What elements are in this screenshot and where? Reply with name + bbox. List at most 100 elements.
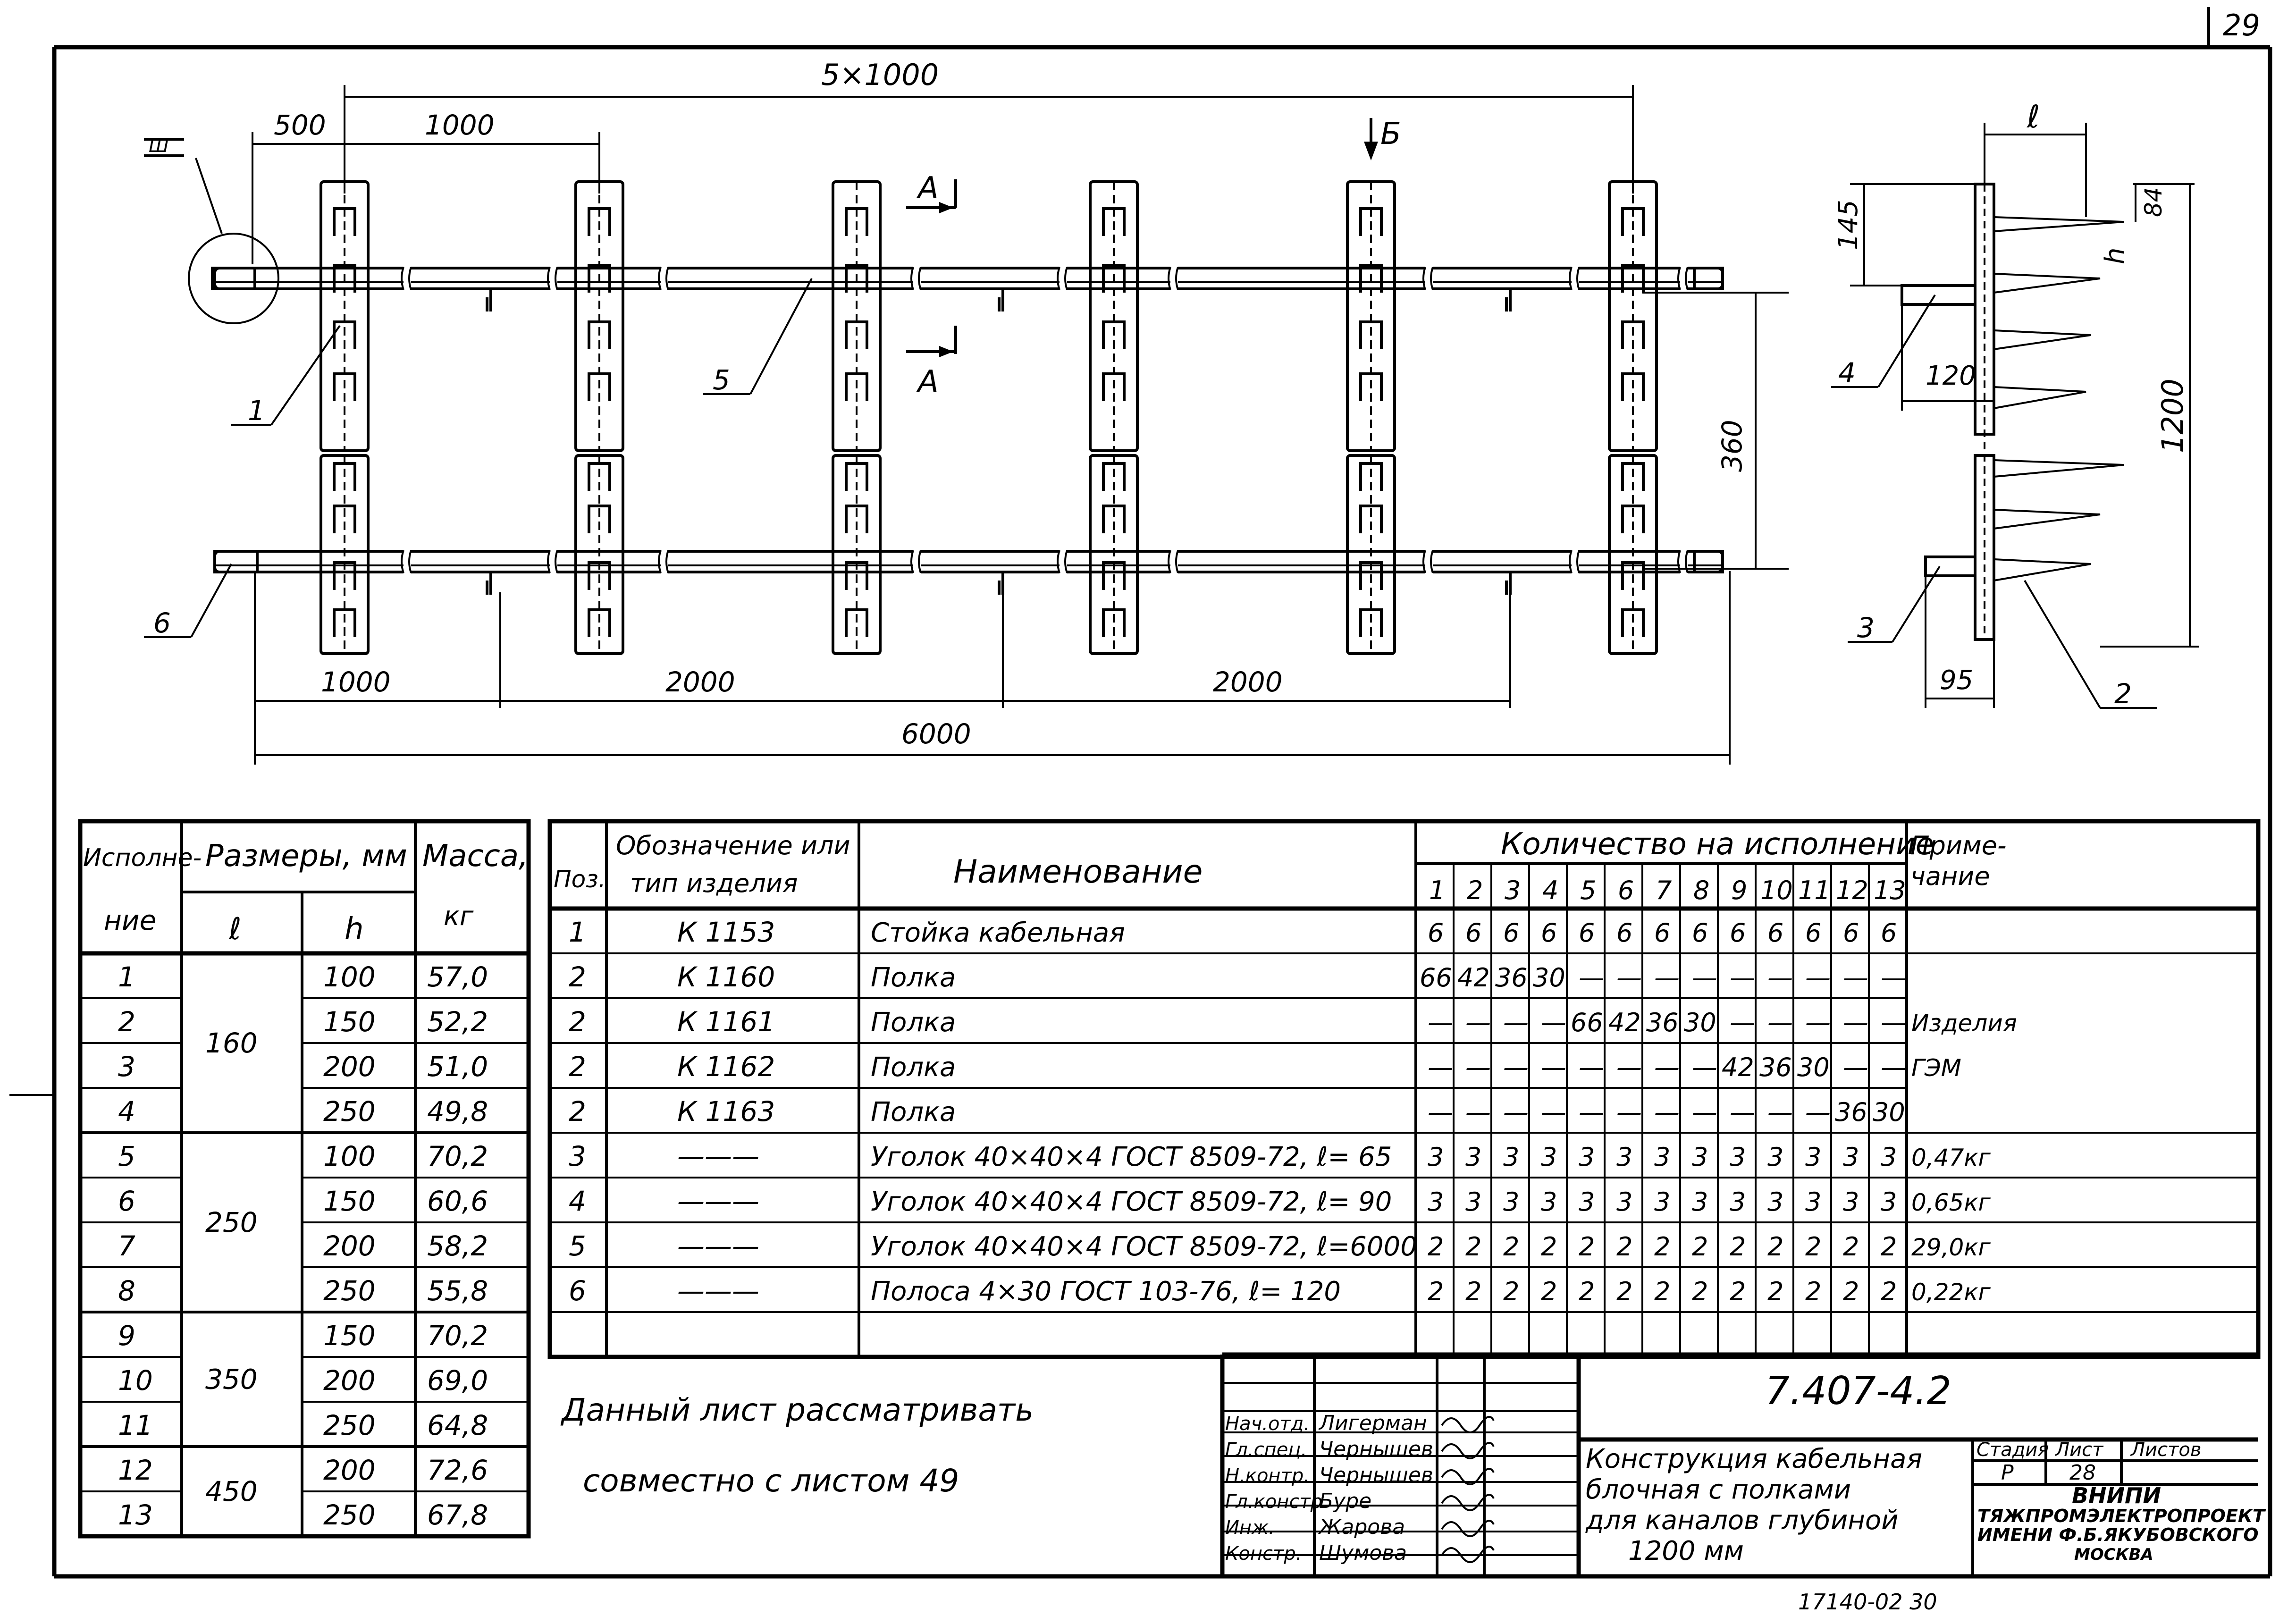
spec-qty: — <box>1881 1008 1906 1037</box>
side-dim-l: ℓ <box>2027 99 2040 135</box>
spec-qty: 2 <box>1881 1232 1897 1262</box>
spec-qty: 2 <box>1843 1232 1859 1262</box>
spec-designation: К 1162 <box>677 1051 775 1083</box>
post-slot <box>333 320 356 349</box>
spec-qty: 3 <box>1730 1142 1746 1172</box>
size-table-mass: 58,2 <box>427 1230 488 1262</box>
spec-qty: 6 <box>1541 918 1557 948</box>
spec-header-note: Приме- <box>1910 831 2006 860</box>
side-dim-84: 84 <box>2140 187 2167 217</box>
spec-qty: — <box>1767 963 1793 993</box>
spec-qty: — <box>1654 1097 1680 1127</box>
spec-designation: К 1160 <box>677 961 775 993</box>
spec-header-designation: Обозначение или <box>616 831 850 860</box>
spec-qty: 3 <box>1654 1187 1670 1217</box>
spec-qty: — <box>1843 1008 1868 1037</box>
title-block: Нач.отд.ЛигерманГл.спец.ЧернышевН.контр.… <box>1220 1352 2266 1576</box>
spec-designation: К 1161 <box>677 1006 775 1038</box>
post-slot <box>1102 372 1126 401</box>
spec-name: Полка <box>871 962 956 993</box>
post-slot <box>588 207 611 236</box>
spec-variant-number: 9 <box>1731 875 1747 905</box>
spec-qty: 2 <box>1541 1277 1557 1306</box>
section-mark-b: Б <box>1380 117 1401 152</box>
org-line: ИМЕНИ Ф.Б.ЯКУБОВСКОГО <box>1977 1524 2259 1545</box>
spec-name: Стойка кабельная <box>871 917 1125 948</box>
post-slot <box>1102 505 1126 533</box>
size-table-variant: 4 <box>118 1095 135 1128</box>
size-table-mass: 64,8 <box>427 1409 488 1441</box>
dim-bottom-1000: 1000 <box>321 666 391 698</box>
post-slot <box>588 505 611 533</box>
size-table-header-variant-2: ние <box>104 904 156 936</box>
spec-qty: 2 <box>1579 1277 1595 1306</box>
spec-qty: 3 <box>1881 1187 1897 1217</box>
spec-designation: ——— <box>677 1275 759 1307</box>
spec-qty: 2 <box>1692 1232 1708 1262</box>
size-table-header-variant: Исполне- <box>83 844 202 872</box>
size-table-h: 200 <box>323 1454 376 1486</box>
spec-qty: 6 <box>1843 918 1859 948</box>
spec-qty: 3 <box>1541 1187 1557 1217</box>
spec-designation: ——— <box>677 1185 759 1217</box>
spec-qty: 3 <box>1767 1142 1783 1172</box>
size-table-h: 250 <box>323 1499 376 1531</box>
note-line-2: совместно с листом 49 <box>583 1463 959 1499</box>
org-line: МОСКВА <box>2074 1545 2153 1564</box>
dim-bottom-2000a: 2000 <box>665 666 735 698</box>
signature-role: Инж. <box>1225 1517 1275 1539</box>
spec-qty: 3 <box>1805 1187 1821 1217</box>
section-a-bottom: А <box>916 364 939 399</box>
spec-qty: 42 <box>1457 963 1490 993</box>
spec-qty: 66 <box>1420 963 1452 993</box>
size-table-variant: 11 <box>118 1409 153 1441</box>
post-slot <box>333 264 356 293</box>
post-slot <box>333 505 356 533</box>
spec-qty: 6 <box>1616 918 1632 948</box>
side-pos-3: 3 <box>1857 612 1875 644</box>
spec-variant-number: 5 <box>1580 875 1596 905</box>
spec-qty: 3 <box>1579 1187 1595 1217</box>
size-table-variant: 6 <box>118 1185 135 1217</box>
size-table-header-dims: Размеры, мм <box>205 839 407 874</box>
angle-rail <box>213 550 1724 573</box>
size-table-mass: 60,6 <box>427 1185 488 1217</box>
spec-qty: — <box>1503 1008 1529 1037</box>
spec-qty: 2 <box>1805 1277 1821 1306</box>
post-slot <box>333 561 356 590</box>
size-table-variant: 7 <box>118 1230 135 1262</box>
spec-pos: 5 <box>569 1230 586 1262</box>
post-slot <box>1621 462 1645 491</box>
org-line: ВНИПИ <box>2072 1483 2161 1508</box>
post-slot <box>588 264 611 293</box>
size-table-h: 250 <box>323 1409 376 1441</box>
signature-role: Гл.спец. <box>1225 1439 1307 1461</box>
spec-qty: 6 <box>1465 918 1481 948</box>
spec-designation: К 1163 <box>677 1095 775 1128</box>
post-slot <box>1621 561 1645 590</box>
side-dim-1200: 1200 <box>2155 379 2190 453</box>
size-table-header-h: h <box>345 912 364 947</box>
spec-qty: 3 <box>1465 1187 1481 1217</box>
spec-variant-number: 4 <box>1542 875 1558 905</box>
signature-name: Чернышев <box>1319 1463 1433 1487</box>
post-slot <box>333 372 356 401</box>
side-dim-95: 95 <box>1940 665 1973 696</box>
size-table-h: 100 <box>323 1140 376 1172</box>
spec-qty: 2 <box>1654 1232 1670 1262</box>
spec-pos: 2 <box>569 961 586 993</box>
spec-note: 0,22кг <box>1911 1279 1991 1306</box>
post-slot <box>1621 264 1645 293</box>
dim-bottom-2000b: 2000 <box>1213 666 1283 698</box>
spec-qty: 3 <box>1805 1142 1821 1172</box>
spec-qty: — <box>1881 1052 1906 1082</box>
spec-qty: 2 <box>1881 1277 1897 1306</box>
signature-role: Гл.констр. <box>1225 1491 1329 1513</box>
post-slot <box>1621 608 1645 637</box>
post-slot <box>1359 320 1383 349</box>
title-line: 1200 мм <box>1628 1536 1744 1566</box>
spec-qty: 2 <box>1730 1277 1746 1306</box>
spec-qty: — <box>1465 1097 1491 1127</box>
